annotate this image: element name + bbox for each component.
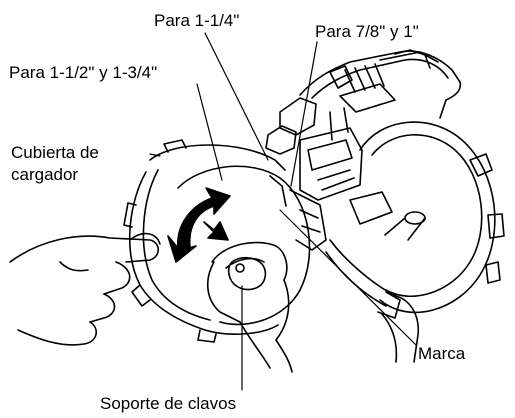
label-cubierta-de-cargador: Cubierta de cargador (11, 142, 99, 186)
right-magazine-drum (326, 122, 504, 318)
leader-para-1-1-2 (197, 84, 222, 180)
label-para-7-8-y-1: Para 7/8" y 1" (315, 21, 419, 43)
leader-marca (280, 210, 416, 345)
label-cubierta-line2: cargador (11, 164, 99, 186)
rotation-arrow-icon (168, 188, 230, 262)
label-para-1-1-4: Para 1-1/4" (154, 10, 239, 32)
leader-para-7-8-y-1 (291, 42, 317, 186)
leader-para-1-1-4 (205, 33, 268, 160)
label-marca: Marca (418, 343, 465, 365)
leader-lines (150, 33, 416, 390)
right-hand (208, 243, 292, 372)
left-hand (10, 234, 160, 345)
label-cubierta-line1: Cubierta de (11, 142, 99, 164)
magazine-cover (124, 140, 285, 342)
nailer-body (266, 50, 460, 250)
label-soporte-de-clavos: Soporte de clavos (100, 393, 236, 415)
label-para-1-1-2-y-1-3-4: Para 1-1/2" y 1-3/4" (9, 62, 157, 84)
